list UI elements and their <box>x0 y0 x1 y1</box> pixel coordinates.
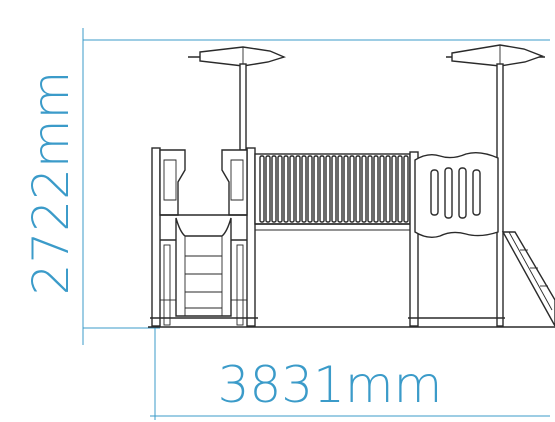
tunnel-slat <box>337 155 343 223</box>
tunnel-slat <box>367 155 373 223</box>
left-tower <box>150 147 258 327</box>
tunnel-slat <box>379 155 385 223</box>
tunnel-slats <box>259 155 409 223</box>
tunnel-slat <box>265 155 271 223</box>
tunnel-slat <box>343 155 349 223</box>
tunnel-slat <box>283 155 289 223</box>
tunnel-slat <box>391 155 397 223</box>
tunnel-slat <box>385 155 391 223</box>
tunnel-slat <box>361 155 367 223</box>
tunnel-slat <box>259 155 265 223</box>
side-climber-ramp <box>501 231 555 327</box>
tunnel-slat <box>289 155 295 223</box>
tunnel-bridge <box>254 153 411 231</box>
height-dimension-label: 2722mm <box>22 71 80 296</box>
tunnel-slat <box>403 155 409 223</box>
dimension-lines <box>82 28 550 420</box>
tunnel-slat <box>325 155 331 223</box>
tunnel-slat <box>301 155 307 223</box>
left-roof-sail <box>188 46 287 151</box>
tunnel-slat <box>397 155 403 223</box>
tunnel-slat <box>295 155 301 223</box>
right-tower <box>408 151 505 327</box>
right-roof-sail <box>446 44 545 327</box>
tunnel-slat <box>331 155 337 223</box>
tunnel-slat <box>355 155 361 223</box>
tunnel-slat <box>373 155 379 223</box>
tunnel-slat <box>313 155 319 223</box>
tunnel-slat <box>271 155 277 223</box>
width-dimension-label: 3831mm <box>218 356 443 414</box>
tunnel-slat <box>349 155 355 223</box>
tunnel-slat <box>319 155 325 223</box>
tunnel-slat <box>277 155 283 223</box>
tunnel-slat <box>307 155 313 223</box>
